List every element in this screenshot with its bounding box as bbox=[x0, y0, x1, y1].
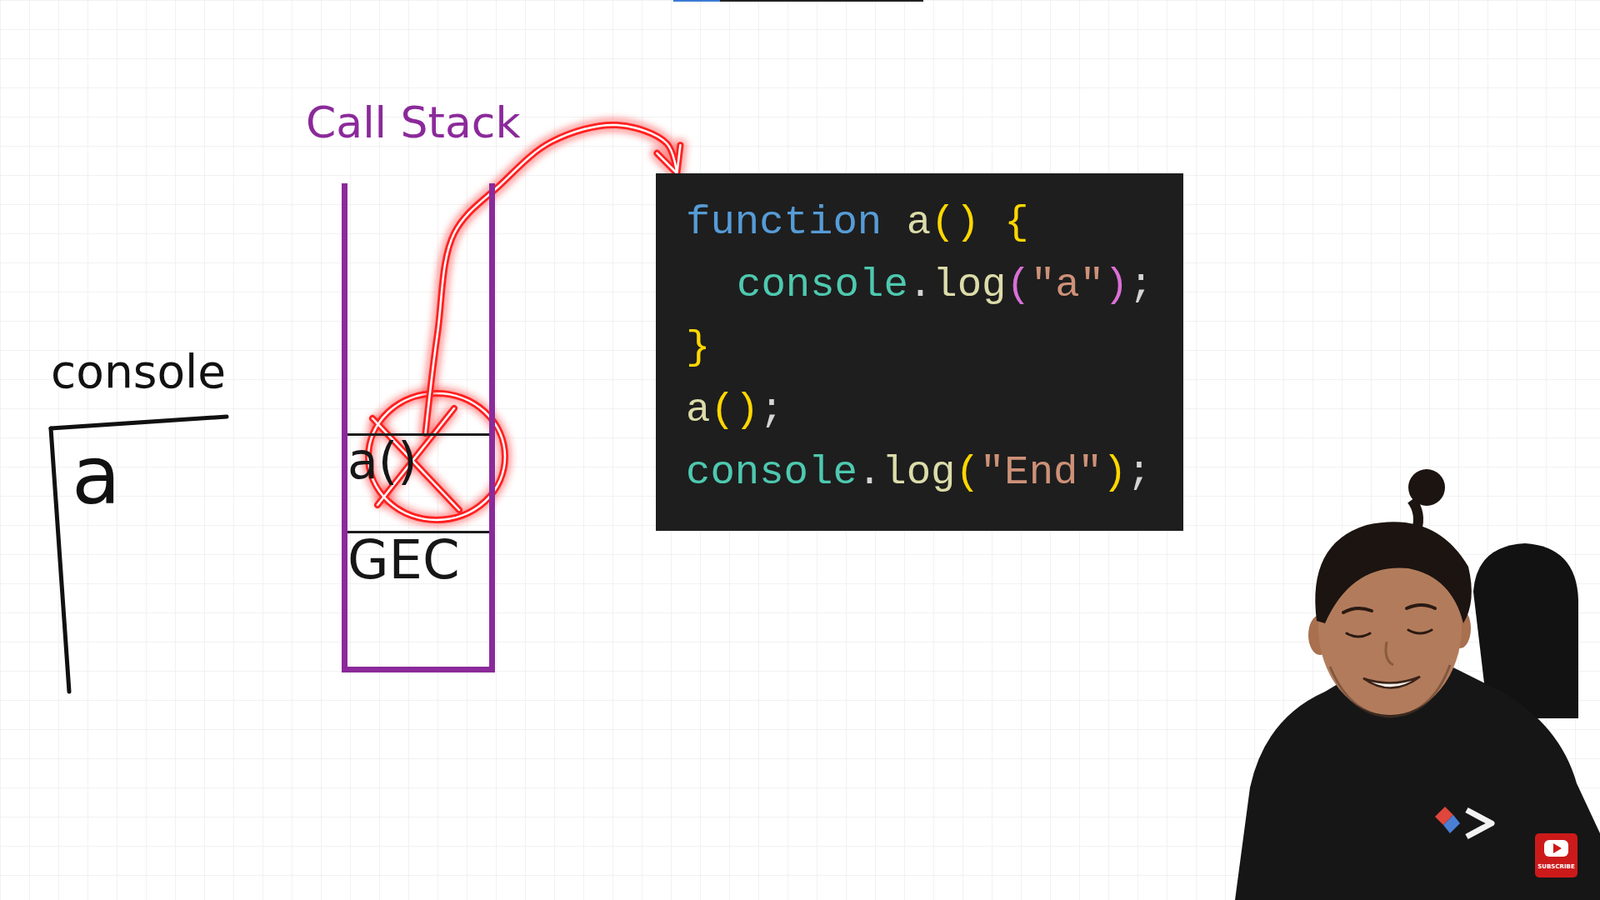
arrow-stroke bbox=[425, 125, 681, 434]
progress-bar bbox=[673, 0, 720, 2]
hoodie-logo bbox=[1435, 806, 1492, 837]
console-heading: console bbox=[50, 345, 226, 399]
badge-ground bbox=[1535, 833, 1578, 878]
nose bbox=[1385, 641, 1394, 665]
hair bbox=[1315, 521, 1472, 624]
closed-eyes bbox=[1346, 630, 1432, 637]
arrow-glow bbox=[425, 125, 681, 434]
call-stack: Call Stack a() GEC bbox=[305, 98, 526, 675]
code-line: function a() { bbox=[685, 191, 1030, 255]
frame-label: GEC bbox=[347, 533, 460, 587]
frame-label: a() bbox=[347, 435, 418, 486]
smile bbox=[1363, 676, 1420, 689]
console-panel: console a bbox=[45, 345, 246, 696]
subscribe-badge bbox=[1535, 833, 1578, 878]
eyebrows bbox=[1343, 605, 1435, 613]
code-line: console.log("a"); bbox=[685, 254, 1154, 317]
code-line: } bbox=[685, 316, 710, 380]
beard-line bbox=[1330, 665, 1450, 717]
stack-heading: Call Stack bbox=[305, 98, 521, 149]
code-panel: function a() {console.log("a");}a();cons… bbox=[655, 173, 1184, 531]
arrow-core bbox=[425, 125, 681, 434]
code-line: console.log("End"); bbox=[685, 441, 1152, 505]
logo-blue bbox=[1443, 815, 1460, 834]
subscribe-label: SUBSCRIBE bbox=[1535, 864, 1578, 870]
bracket-line bbox=[50, 416, 227, 429]
bracket-line bbox=[50, 428, 70, 692]
play-logo bbox=[1544, 840, 1569, 857]
presenter-figure bbox=[1235, 469, 1600, 900]
logo-chevron bbox=[1466, 810, 1492, 837]
progress-track bbox=[720, 0, 924, 2]
stack-frame: a() bbox=[347, 433, 490, 531]
stack-frame: GEC bbox=[347, 530, 490, 667]
call-arrow bbox=[425, 125, 681, 434]
console-output: a bbox=[71, 435, 121, 516]
play-triangle bbox=[1553, 843, 1562, 854]
stack-walls bbox=[341, 183, 495, 673]
hair-tie bbox=[1411, 500, 1419, 530]
code-line: a(); bbox=[685, 379, 785, 442]
hair-bun bbox=[1408, 469, 1445, 506]
